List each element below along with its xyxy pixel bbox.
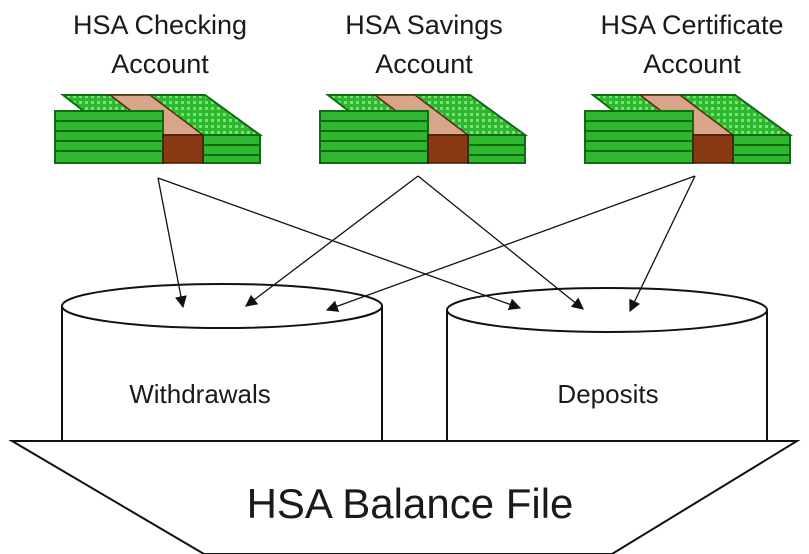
account-label-certificate-line2: Account [643, 49, 741, 79]
arrow-checking-to-withdrawals [157, 177, 187, 309]
arrow-certificate-to-deposits [629, 175, 696, 313]
arrow-savings-to-deposits [417, 175, 584, 310]
withdrawals-store [61, 283, 383, 442]
arrow-certificate-to-withdrawals [325, 175, 696, 312]
deposits-label: Deposits [557, 379, 658, 409]
arrow-savings-to-withdrawals [245, 175, 419, 307]
money-stack-icon [584, 94, 794, 164]
money-stack-icon [54, 94, 264, 164]
withdrawals-label: Withdrawals [129, 379, 271, 409]
account-label-savings-line2: Account [375, 49, 473, 79]
deposits-store [446, 287, 768, 442]
arrow-checking-to-deposits [157, 177, 522, 310]
account-label-checking-line2: Account [111, 49, 209, 79]
account-label-certificate-line1: HSA Certificate [600, 10, 783, 40]
money-stack-icon [319, 94, 529, 164]
account-label-savings-line1: HSA Savings [345, 10, 503, 40]
balance-file-label: HSA Balance File [247, 480, 574, 527]
account-label-checking-line1: HSA Checking [73, 10, 247, 40]
